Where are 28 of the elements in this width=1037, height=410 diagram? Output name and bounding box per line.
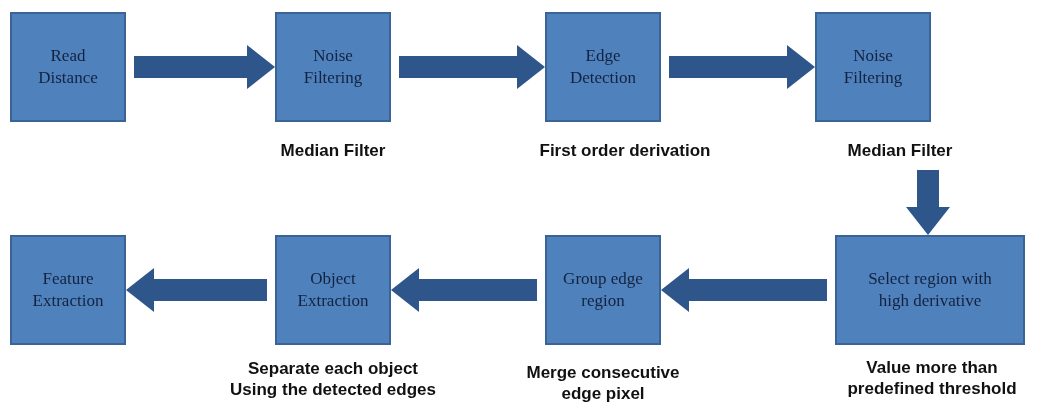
step-caption: Median Filter: [846, 140, 954, 162]
step-caption: Value more than predefined threshold: [846, 357, 1018, 400]
process-box: [10, 12, 126, 122]
step-caption: Separate each object Using the detected edges: [229, 358, 437, 401]
block-arrow: [134, 45, 275, 89]
process-box: [545, 12, 661, 122]
step-label: Read Distance: [37, 44, 99, 89]
step-caption: Merge consecutive edge pixel: [525, 362, 681, 405]
process-box: [815, 12, 931, 122]
block-arrow: [661, 268, 827, 312]
block-arrow: [669, 45, 815, 89]
step-label: Select region with high derivative: [867, 267, 993, 312]
step-caption: First order derivation: [538, 140, 712, 162]
step-label: Noise Filtering: [842, 44, 904, 89]
step-label: Noise Filtering: [302, 44, 364, 89]
block-arrow: [126, 268, 267, 312]
process-box: [275, 235, 391, 345]
block-arrow: [399, 45, 545, 89]
step-label: Object Extraction: [296, 267, 370, 312]
process-box: [10, 235, 126, 345]
block-arrow: [391, 268, 537, 312]
step-caption: Median Filter: [279, 140, 387, 162]
step-label: Edge Detection: [568, 44, 638, 89]
step-label: Group edge region: [563, 267, 643, 312]
process-box: [275, 12, 391, 122]
process-box: [545, 235, 661, 345]
step-label: Feature Extraction: [31, 267, 105, 312]
process-box: [835, 235, 1025, 345]
